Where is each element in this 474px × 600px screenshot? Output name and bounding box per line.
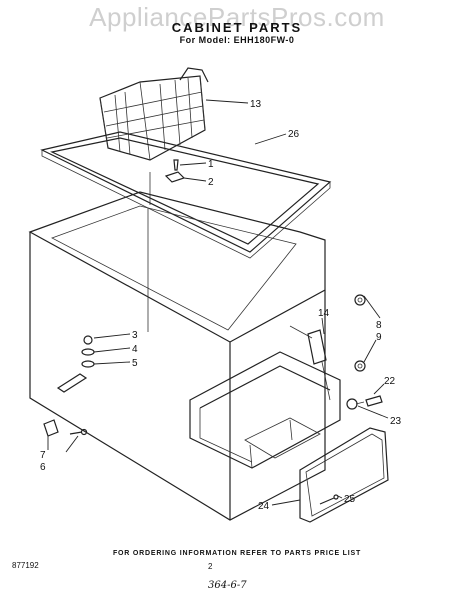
compressor-compartment	[189, 351, 341, 469]
bracket-part-2	[164, 171, 186, 183]
screw-part-6	[69, 428, 88, 436]
grommet-part-9	[354, 360, 366, 372]
screw-part-1	[173, 159, 179, 171]
ordering-note: FOR ORDERING INFORMATION REFER TO PARTS …	[112, 550, 362, 557]
callout-14: 14	[318, 308, 330, 319]
document-code: 877192	[12, 561, 39, 570]
callout-5: 5	[132, 358, 138, 369]
part-3	[83, 335, 93, 345]
handwritten-note: 364-6-7	[208, 580, 247, 591]
leader-lines	[47, 99, 389, 506]
callout-22: 22	[384, 376, 396, 387]
callout-1: 1	[208, 159, 214, 170]
screw-part-25	[319, 494, 339, 505]
thermostat-part	[289, 325, 331, 401]
model-label: For Model: EHH180FW-0	[179, 35, 295, 45]
callout-6: 6	[40, 462, 46, 473]
page-number: 2	[208, 562, 213, 571]
lid-gasket-part	[40, 131, 332, 259]
diagram-title: CABINET PARTS	[171, 20, 303, 35]
basket-part	[99, 67, 209, 161]
callout-13: 13	[250, 99, 262, 110]
callout-24: 24	[258, 501, 270, 512]
callout-3: 3	[132, 330, 138, 341]
callout-26: 26	[288, 129, 300, 140]
drain-part-23	[346, 398, 365, 410]
callout-25: 25	[344, 494, 356, 505]
callout-2: 2	[208, 177, 214, 188]
drain-part-22	[365, 395, 383, 407]
callout-4: 4	[132, 344, 138, 355]
watermark: AppliancePartsPros.com	[89, 2, 385, 32]
access-panel-part	[299, 427, 389, 523]
callout-8: 8	[376, 320, 382, 331]
part-4	[81, 348, 95, 356]
cabinet-body	[28, 172, 326, 521]
callout-23: 23	[390, 416, 402, 427]
bracket-part-7	[43, 419, 59, 437]
callout-7: 7	[40, 450, 46, 461]
grommet-part-8	[354, 294, 366, 306]
callout-9: 9	[376, 332, 382, 343]
callout-labels: 13 26 1 2 14 8 9 3 4 5 22 23 7 6 25 24	[40, 99, 402, 512]
part-5	[56, 360, 95, 393]
